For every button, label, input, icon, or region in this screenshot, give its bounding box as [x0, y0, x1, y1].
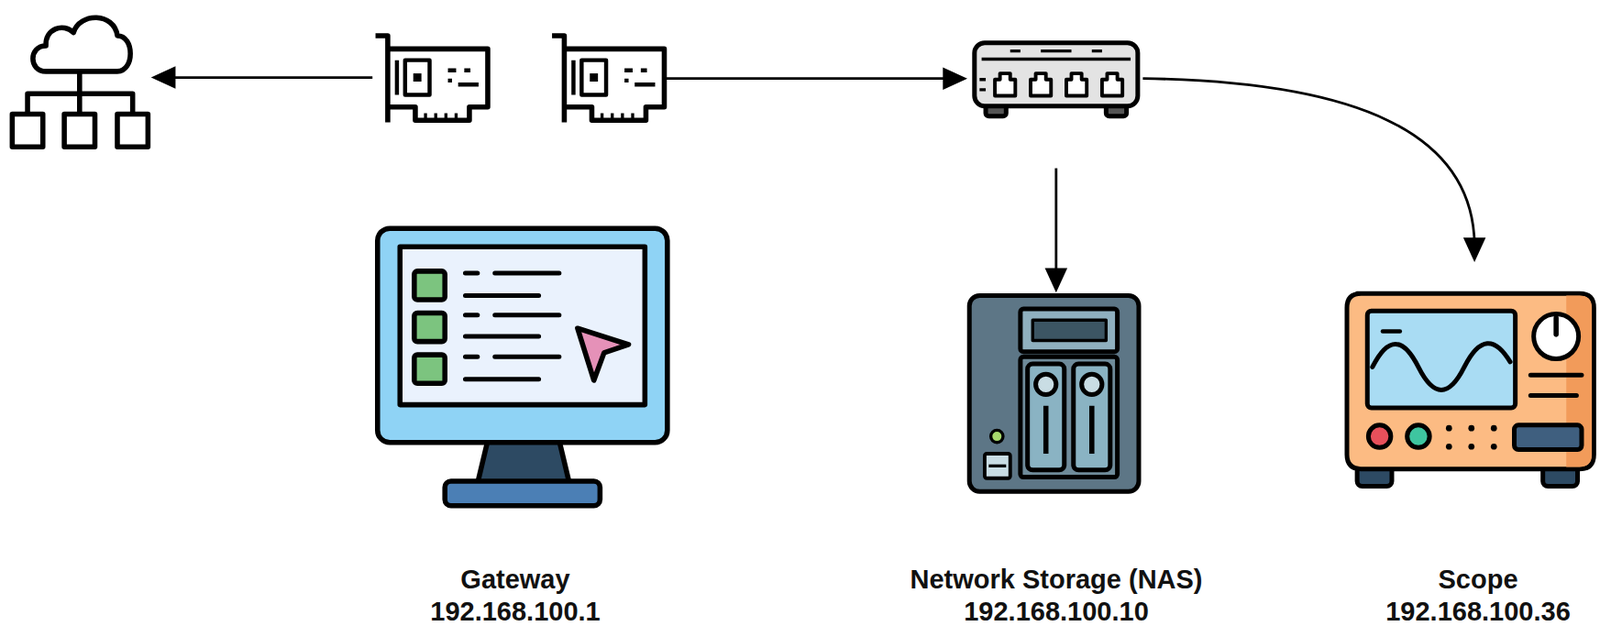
- oscilloscope-icon-part: [1372, 343, 1511, 391]
- scope-link-arrow-part: [1463, 237, 1486, 263]
- gateway-label: Gateway192.168.100.1: [428, 563, 603, 626]
- gateway-monitor-icon-part: [464, 273, 559, 380]
- oscilloscope-icon-part: [1533, 314, 1579, 360]
- network-switch-icon-part: [982, 57, 1131, 61]
- oscilloscope-icon-part: [1368, 425, 1391, 448]
- device-name: Scope: [1383, 563, 1573, 596]
- network-card-icon: [551, 35, 664, 123]
- lan-arrow-part: [665, 77, 949, 80]
- gateway-monitor-icon-part: [444, 481, 600, 507]
- oscilloscope-icon-part: [1346, 293, 1594, 469]
- nas-icon-part: [1081, 374, 1103, 395]
- network-card-icon-part: [624, 70, 655, 86]
- cloud-network-icon-part: [117, 114, 148, 148]
- uplink-arrow: [151, 66, 373, 89]
- nas-link-arrow: [1045, 168, 1068, 294]
- network-card-icon-part: [413, 73, 422, 82]
- oscilloscope-icon-part: [1514, 425, 1582, 451]
- nas-icon-part: [1020, 356, 1118, 477]
- ip-address: 192.168.100.1: [428, 595, 603, 626]
- nas-link-arrow-part: [1054, 168, 1058, 275]
- network-switch-icon: [974, 43, 1138, 117]
- scope-label: Scope192.168.100.36: [1383, 563, 1573, 626]
- nas-icon-part: [1032, 320, 1106, 341]
- scope-link-arrow-part: [1142, 78, 1475, 243]
- nas-icon-part: [969, 296, 1139, 493]
- oscilloscope-icon-part-part: [1490, 425, 1498, 432]
- network-switch-icon-part: [1030, 73, 1051, 96]
- gateway-monitor-icon-part: [414, 354, 445, 384]
- network-switch-icon-part: [974, 43, 1138, 107]
- network-card-icon-part: [387, 48, 488, 121]
- network-card-icon-part: [397, 60, 431, 96]
- nas-link-arrow-part: [1045, 268, 1068, 294]
- nas-icon: [969, 296, 1139, 493]
- nas-label: Network Storage (NAS)192.168.100.10: [907, 563, 1205, 626]
- oscilloscope-icon-part-part: [1467, 425, 1475, 432]
- oscilloscope-icon-part-part: [1445, 425, 1453, 432]
- device-name: Network Storage (NAS): [907, 563, 1205, 596]
- uplink-arrow-part: [168, 76, 374, 79]
- network-card-icon-part: [375, 35, 388, 123]
- oscilloscope-icon: [1346, 293, 1594, 486]
- gateway-monitor-icon-part: [399, 246, 645, 405]
- gateway-monitor-icon-part: [414, 271, 445, 300]
- network-switch-icon-part: [1102, 73, 1123, 96]
- nas-icon-part: [1036, 374, 1057, 395]
- oscilloscope-icon-part: [1382, 329, 1401, 333]
- lan-arrow: [665, 66, 968, 89]
- gateway-monitor-icon: [377, 228, 668, 507]
- nas-icon-part: [984, 453, 1011, 479]
- lan-arrow-part: [942, 66, 968, 89]
- ip-address: 192.168.100.10: [907, 595, 1205, 626]
- uplink-arrow-part: [151, 66, 177, 89]
- oscilloscope-icon-part-part: [1445, 443, 1453, 451]
- oscilloscope-icon-part-part: [1490, 443, 1498, 451]
- cloud-network-icon-part: [11, 114, 43, 148]
- oscilloscope-icon-part: [1367, 310, 1515, 409]
- network-card-icon-part: [448, 70, 479, 86]
- gateway-monitor-icon-part: [414, 313, 445, 343]
- network-card-icon-part: [573, 60, 607, 96]
- network-card-icon-part: [551, 35, 564, 123]
- cloud-network-icon-part: [27, 71, 133, 112]
- cloud-network-icon: [11, 17, 148, 147]
- scope-link-arrow: [1142, 78, 1486, 263]
- oscilloscope-icon-part: [1553, 318, 1559, 335]
- network-switch-icon-part: [994, 73, 1016, 96]
- network-card-icon: [375, 35, 488, 123]
- nas-icon-part: [988, 464, 1006, 468]
- nas-icon-part: [1046, 406, 1093, 454]
- oscilloscope-icon-part: [1445, 425, 1498, 451]
- gateway-monitor-icon-part: [477, 441, 570, 485]
- oscilloscope-icon-part: [1407, 425, 1430, 448]
- gateway-monitor-icon-part: [577, 328, 629, 381]
- network-switch-icon-part: [1066, 73, 1087, 96]
- nas-icon-part: [991, 430, 1004, 442]
- network-card-icon-part: [589, 73, 598, 82]
- oscilloscope-icon-part: [1530, 375, 1582, 396]
- ip-address: 192.168.100.36: [1383, 595, 1573, 626]
- network-card-icon-part: [563, 48, 664, 121]
- nas-icon-part: [1020, 308, 1118, 353]
- network-switch-icon-part: [1010, 49, 1103, 53]
- gateway-monitor-icon-part: [377, 228, 668, 443]
- device-name: Gateway: [428, 563, 603, 596]
- network-card-icon-part: [425, 112, 456, 121]
- oscilloscope-icon-part-part: [1467, 443, 1475, 451]
- network-switch-icon-part: [979, 79, 986, 90]
- network-card-icon-part: [602, 112, 633, 121]
- cloud-network-icon-part: [33, 17, 131, 72]
- cloud-network-icon-part: [64, 114, 95, 148]
